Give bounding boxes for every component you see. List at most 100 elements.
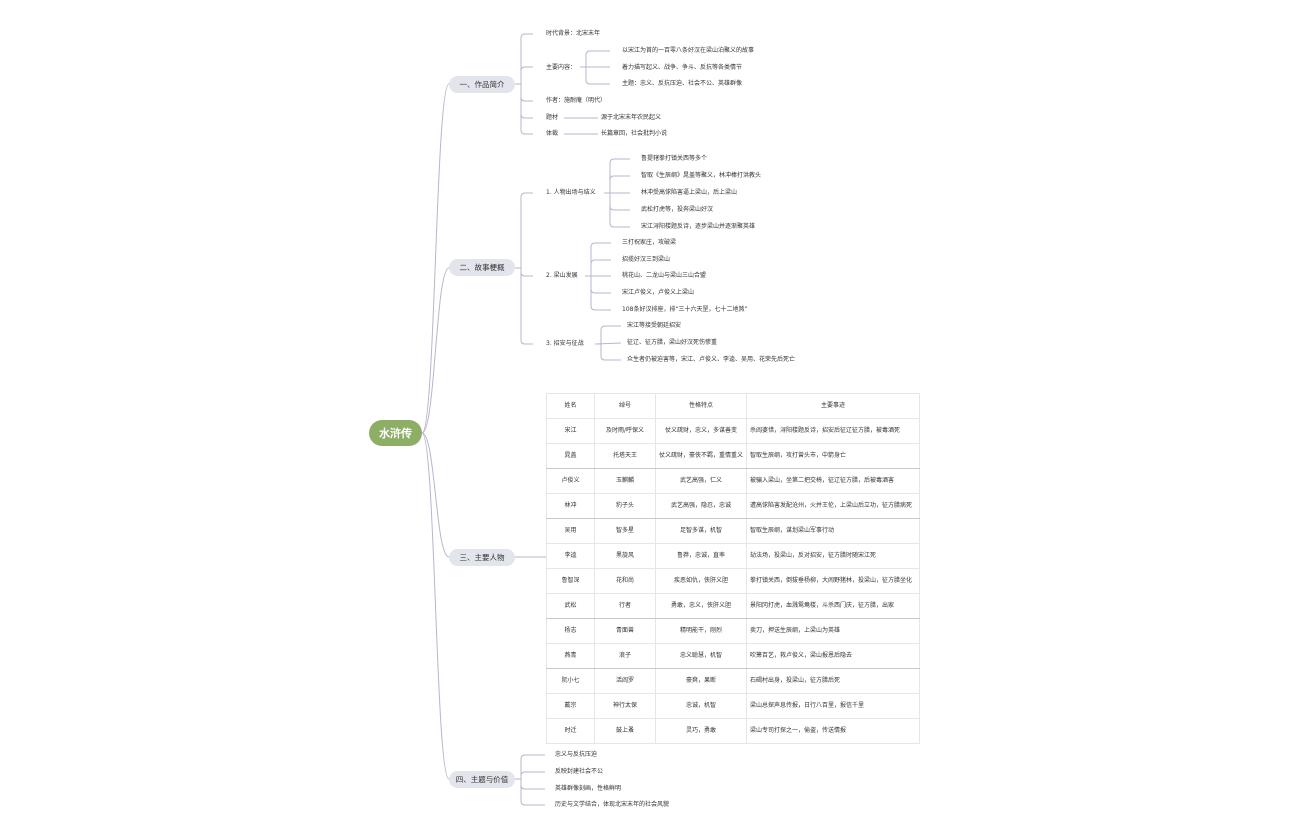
cell-nickname: 玉麒麟 xyxy=(594,468,656,494)
branch-plot[interactable]: 二、故事梗概 xyxy=(449,259,515,276)
cell-traits: 仗义疏财，豪侠不羁，重情重义 xyxy=(655,443,747,469)
cell-traits: 忠义聪慧，机智 xyxy=(655,643,747,669)
plot-stage-label[interactable]: 1. 人物出场与结义 xyxy=(546,189,596,196)
intro-content-connector xyxy=(580,50,610,68)
cell-traits: 仗义疏财，忠义，多谋善变 xyxy=(655,418,747,444)
cell-nickname: 智多星 xyxy=(594,518,656,544)
cell-nickname: 托塔天王 xyxy=(594,443,656,469)
cell-traits: 灵巧，勇敢 xyxy=(655,718,747,744)
root-topic[interactable]: 水浒传 xyxy=(369,420,422,446)
plot-connector xyxy=(515,267,533,345)
plot-stage1-connector xyxy=(604,192,630,211)
cell-name: 吴用 xyxy=(546,518,595,544)
plot-item[interactable]: 林冲受高俅陷害逼上梁山，后上梁山 xyxy=(641,189,738,196)
table-row[interactable]: 武松 行者 勇敢，忠义，侠肝义胆 景阳冈打虎，血溅鸳鸯楼，斗杀西门庆，征方腊，出… xyxy=(546,593,920,619)
plot-connector xyxy=(515,192,533,269)
intro-genre-label[interactable]: 体裁 xyxy=(546,130,559,137)
theme-item[interactable]: 历史与文学结合，体现北宋末年的社会风貌 xyxy=(555,801,670,808)
table-row[interactable]: 李逵 黑旋风 鲁莽，忠诚，直率 劫法场，投梁山，反对招安，征方腊时随宋江死 xyxy=(546,543,920,569)
cell-deeds: 卖刀，押送生辰纲，上梁山为英雄 xyxy=(746,618,920,644)
plot-item[interactable]: 宋江浔阳楼题反诗，逐步梁山并逐渐聚英雄 xyxy=(641,223,756,230)
cell-nickname: 黑旋风 xyxy=(594,543,656,569)
intro-content-item[interactable]: 主题：忠义、反抗压迫、社会不公、英雄群像 xyxy=(622,80,743,87)
cell-deeds: 劫法场，投梁山，反对招安，征方腊时随宋江死 xyxy=(746,543,920,569)
plot-stage-label[interactable]: 2. 梁山发展 xyxy=(546,272,578,279)
branch-themes[interactable]: 四、主题与价值 xyxy=(449,771,515,788)
plot-item[interactable]: 征辽、征方腊，梁山好汉死伤惨重 xyxy=(627,339,718,346)
cell-nickname: 鼓上蚤 xyxy=(594,718,656,744)
cell-name: 鲁智深 xyxy=(546,568,595,594)
themes-connector xyxy=(515,754,545,780)
table-row[interactable]: 吴用 智多星 足智多谋，机智 智取生辰纲，谋划梁山军事行动 xyxy=(546,518,920,544)
intro-content-item[interactable]: 着力描写起义、战争、争斗、反抗等各类情节 xyxy=(622,64,743,71)
theme-item[interactable]: 忠义与反抗压迫 xyxy=(555,751,598,758)
table-row[interactable]: 宋江 及时雨/呼保义 仗义疏财，忠义，多谋善变 杀阎婆惜，浔阳楼题反诗，招安后征… xyxy=(546,418,920,444)
plot-item[interactable]: 宋江卢俊义，卢俊义上梁山 xyxy=(622,289,695,296)
cell-nickname: 神行太保 xyxy=(594,693,656,719)
cell-nickname: 花和尚 xyxy=(594,568,656,594)
intro-era[interactable]: 时代背景：北宋末年 xyxy=(546,30,601,37)
col-header-nickname: 绰号 xyxy=(594,393,656,419)
cell-nickname: 青面兽 xyxy=(594,618,656,644)
intro-content-label[interactable]: 主要内容： xyxy=(546,64,577,71)
cell-traits: 足智多谋，机智 xyxy=(655,518,747,544)
intro-author[interactable]: 作者：施耐庵（明代） xyxy=(546,97,607,104)
cell-name: 燕青 xyxy=(546,643,595,669)
plot-stage3-connector xyxy=(595,325,621,345)
table-row[interactable]: 阮小七 活阎罗 豪爽，果断 石碣村出身，投梁山，征方腊后死 xyxy=(546,668,920,694)
plot-stage2-connector xyxy=(585,242,611,277)
plot-stage2-connector xyxy=(585,275,611,294)
theme-item[interactable]: 反映封建社会不公 xyxy=(555,768,604,775)
root-connector-plot xyxy=(421,267,450,434)
table-row[interactable]: 时迁 鼓上蚤 灵巧，勇敢 梁山专司打探之一，偷盗，传送情报 xyxy=(546,718,920,744)
intro-content-item[interactable]: 以宋江为首的一百零八条好汉在梁山泊聚义的故事 xyxy=(622,47,755,54)
cell-name: 杨志 xyxy=(546,618,595,644)
plot-item[interactable]: 桃花山、二龙山与梁山三山合盟 xyxy=(622,272,707,279)
themes-connector xyxy=(515,778,545,790)
table-row[interactable]: 林冲 豹子头 武艺高强，隐忍，忠诚 遭高俅陷害发配沧州，火并王伦，上梁山后立功，… xyxy=(546,493,920,519)
plot-stage-label[interactable]: 3. 招安与征战 xyxy=(546,340,584,347)
cell-nickname: 浪子 xyxy=(594,643,656,669)
plot-item[interactable]: 智取《生辰纲》晁盖等聚义，林冲棒打洪教头 xyxy=(641,172,762,179)
table-row[interactable]: 燕青 浪子 忠义聪慧，机智 吹箫百艺，救卢俊义，梁山报恩后隐去 xyxy=(546,643,920,669)
intro-connector xyxy=(515,33,533,85)
table-row[interactable]: 卢俊义 玉麒麟 武艺高强，仁义 被骗入梁山，坐第二把交椅，征辽征方腊，后被毒酒害 xyxy=(546,468,920,494)
intro-genre-value[interactable]: 长篇章回，社会批判小说 xyxy=(601,130,668,137)
cell-name: 晁盖 xyxy=(546,443,595,469)
plot-item[interactable]: 众生者仍被迫害等，宋江、卢俊义、李逵、吴用、花荣先后死亡 xyxy=(627,356,796,363)
table-row[interactable]: 杨志 青面兽 精明能干，刚烈 卖刀，押送生辰纲，上梁山为英雄 xyxy=(546,618,920,644)
plot-item[interactable]: 三打祝家庄，攻破梁 xyxy=(622,239,677,246)
intro-source-value[interactable]: 源于北宋末年农民起义 xyxy=(601,114,662,121)
cell-traits: 武艺高强，仁义 xyxy=(655,468,747,494)
cell-deeds: 拳打镇关西，倒拔垂杨柳，大闹野猪林，投梁山，征方腊坐化 xyxy=(746,568,920,594)
plot-stage1-connector xyxy=(604,158,630,194)
plot-item[interactable]: 鲁提辖拳打镇关西等多个 xyxy=(641,155,708,162)
branch-characters[interactable]: 三、主要人物 xyxy=(449,549,515,566)
table-row[interactable]: 晁盖 托塔天王 仗义疏财，豪侠不羁，重情重义 智取生辰纲，攻打曾头市，中箭身亡 xyxy=(546,443,920,469)
plot-item[interactable]: 招揽好汉三到梁山 xyxy=(622,256,671,263)
plot-connector xyxy=(515,267,533,277)
intro-source-label[interactable]: 题材 xyxy=(546,114,559,121)
table-row[interactable]: 鲁智深 花和尚 疾恶如仇，侠肝义胆 拳打镇关西，倒拔垂杨柳，大闹野猪林，投梁山，… xyxy=(546,568,920,594)
cell-nickname: 行者 xyxy=(594,593,656,619)
intro-value-connector xyxy=(564,117,598,135)
plot-stage2-connector xyxy=(585,259,611,277)
root-connector-themes xyxy=(421,432,450,780)
plot-item[interactable]: 武松打虎等，投奔梁山好汉 xyxy=(641,206,714,213)
plot-stage1-connector xyxy=(604,192,630,228)
cell-traits: 勇敢，忠义，侠肝义胆 xyxy=(655,593,747,619)
cell-name: 武松 xyxy=(546,593,595,619)
cell-deeds: 被骗入梁山，坐第二把交椅，征辽征方腊，后被毒酒害 xyxy=(746,468,920,494)
table-row[interactable]: 戴宗 神行太保 忠诚，机智 梁山总探声息传报，日行八百里，报信千里 xyxy=(546,693,920,719)
cell-nickname: 活阎罗 xyxy=(594,668,656,694)
cell-deeds: 智取生辰纲，谋划梁山军事行动 xyxy=(746,518,920,544)
col-header-name: 姓名 xyxy=(546,393,595,419)
plot-item[interactable]: 宋江等接受朝廷招安 xyxy=(627,322,682,329)
theme-item[interactable]: 英雄群像刻画，性格鲜明 xyxy=(555,785,622,792)
themes-connector xyxy=(515,778,545,806)
cell-traits: 鲁莽，忠诚，直率 xyxy=(655,543,747,569)
branch-intro[interactable]: 一、作品简介 xyxy=(449,76,515,93)
plot-item[interactable]: 108条好汉排座，排“三十六天罡，七十二地煞” xyxy=(622,306,748,313)
cell-name: 宋江 xyxy=(546,418,595,444)
